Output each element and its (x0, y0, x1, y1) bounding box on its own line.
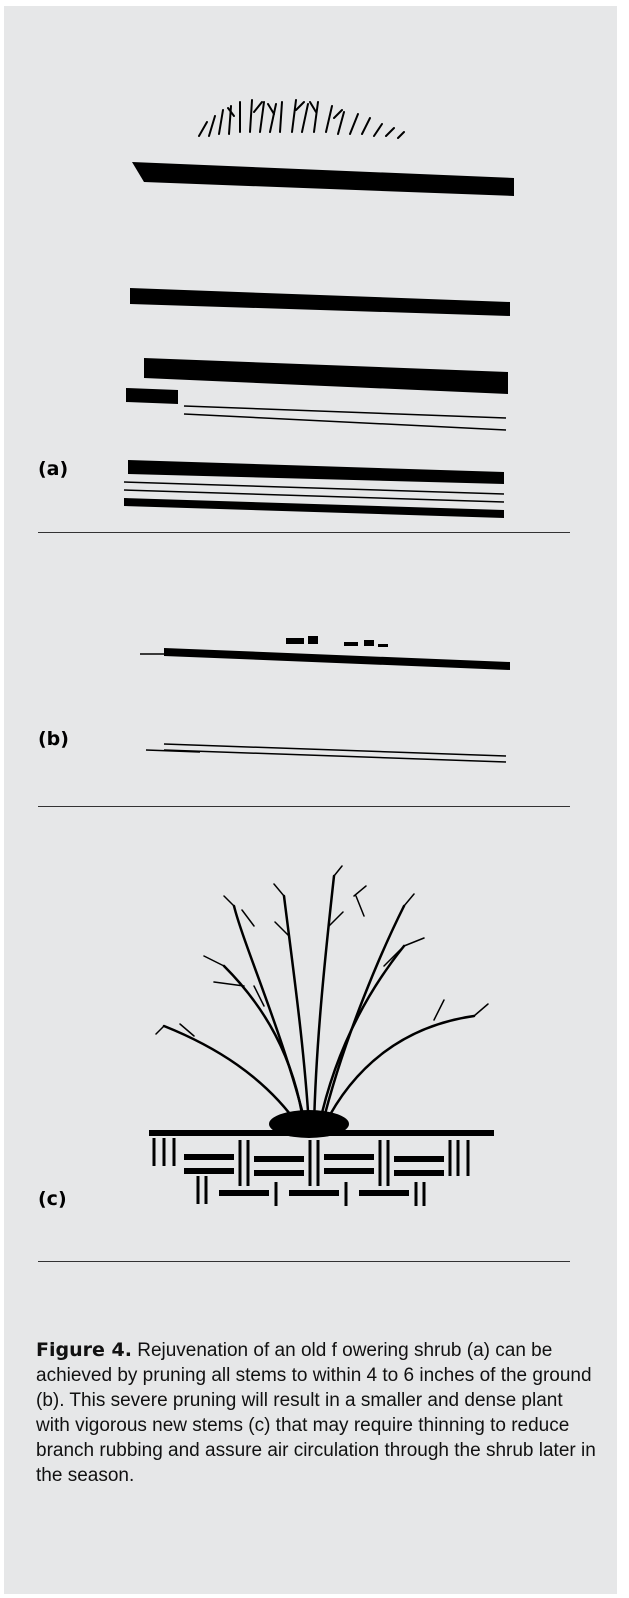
panel-label-b: (b) (38, 728, 69, 750)
shrub-b-ground-lines (140, 654, 506, 762)
shrub-b-stubs (286, 636, 388, 647)
divider-b (38, 806, 570, 807)
shrub-a-crown (199, 100, 404, 138)
panel-label-a: (a) (38, 458, 68, 480)
divider-c (38, 1261, 570, 1262)
shrub-c-ground (149, 1130, 494, 1196)
shrub-c-twigs (156, 866, 488, 1036)
shrub-illustration-b (4, 626, 617, 776)
shrub-a-ground (124, 162, 514, 518)
divider-a (38, 532, 570, 533)
figure-caption: Figure 4. Rejuvenation of an old f oweri… (36, 1338, 596, 1488)
shrub-illustration-a (4, 66, 617, 526)
caption-text: Rejuvenation of an old f owering shrub (… (36, 1340, 596, 1486)
shrub-b-ground (164, 648, 510, 670)
shrub-c-branches (164, 876, 474, 1126)
panel-label-c: (c) (38, 1188, 67, 1210)
figure-panel: (a) (b) (4, 6, 617, 1594)
shrub-a-ground-lines (124, 406, 506, 502)
shrub-illustration-c (4, 856, 617, 1226)
figure-number: Figure 4. (36, 1339, 132, 1361)
